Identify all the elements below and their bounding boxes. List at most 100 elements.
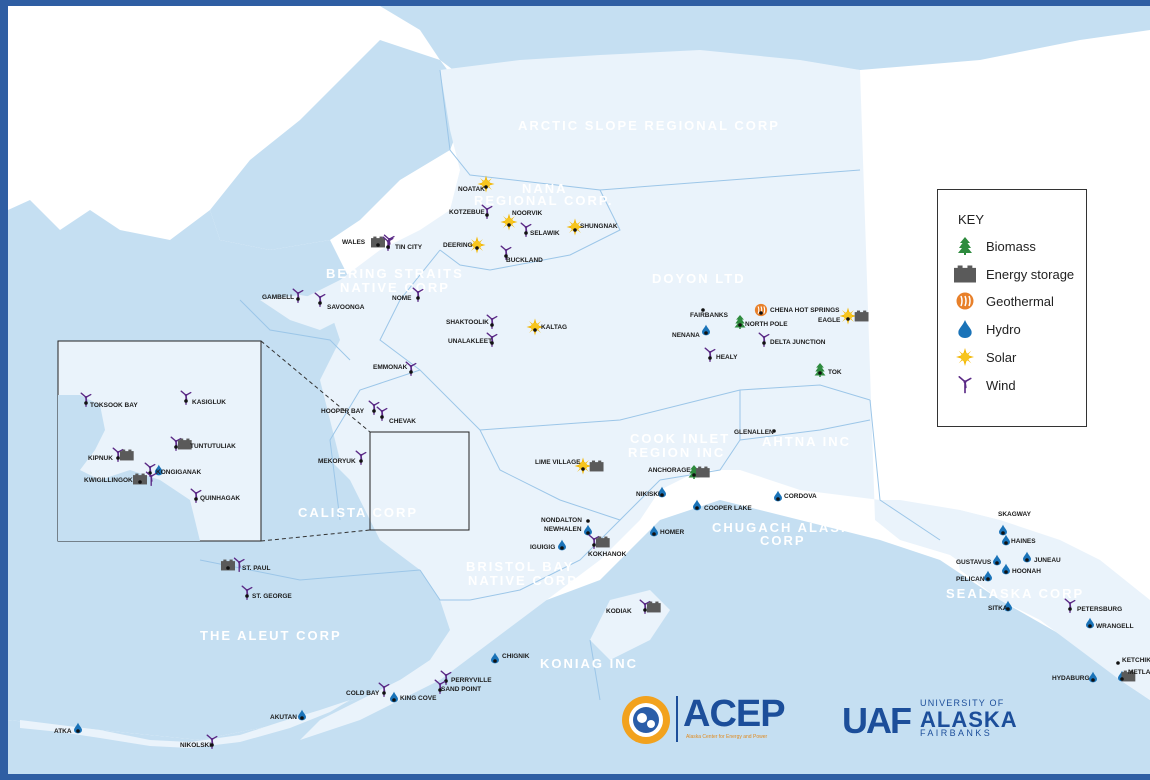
sun-icon (954, 348, 976, 366)
key-item-geothermal: Geothermal (954, 290, 1054, 312)
key-item-hydro: Hydro (954, 318, 1021, 340)
place-akutan: AKUTAN (270, 709, 306, 721)
place-label: HOMER (660, 529, 685, 536)
place-label: IGUIGIG (530, 544, 555, 551)
place-st-george: ST. GEORGE (241, 585, 292, 601)
region-label-chugach2: CORP (760, 533, 806, 548)
place-dot (652, 532, 656, 536)
uaf-logo-text: UAF (842, 700, 912, 741)
geothermal-icon (954, 292, 976, 310)
place-dot (643, 608, 647, 612)
place-label: NEWHALEN (544, 526, 582, 533)
acep-divider (676, 696, 678, 742)
region-label-ahtna: AHTNA INC (762, 434, 851, 449)
place-tin-city: TIN CITY (382, 236, 423, 252)
inset-connector-top (260, 340, 371, 433)
place-dot (1116, 661, 1120, 665)
place-label: CHEVAK (389, 418, 416, 425)
region-label-doyon: DOYON LTD (652, 271, 746, 286)
place-dot (695, 506, 699, 510)
place-skagway: SKAGWAY (998, 511, 1032, 536)
place-dot (1068, 607, 1072, 611)
place-label: JUNEAU (1034, 557, 1061, 564)
place-eagle: EAGLE (818, 307, 869, 325)
place-chevak: CHEVAK (376, 406, 416, 425)
place-label: KWIGILLINGOK (84, 477, 133, 484)
place-unalakleet: UNALAKLEET (448, 332, 498, 348)
place-dot (210, 743, 214, 747)
place-nikiski: NIKISKI (636, 486, 666, 498)
place-label: NENANA (672, 332, 700, 339)
place-glenallen: GLENALLEN (734, 429, 776, 436)
place-dot (692, 473, 696, 477)
place-label: HOONAH (1012, 568, 1041, 575)
place-kipnuk: KIPNUK (88, 447, 134, 463)
place-label: GAMBELL (262, 294, 294, 301)
place-kwigillingok: KWIGILLINGOK (84, 471, 157, 487)
region-label-sealaska: SEALASKA CORP (946, 586, 1084, 601)
place-shungnak: SHUNGNAK (566, 218, 618, 236)
place-label: KETCHIKAN (1122, 657, 1150, 664)
place-dot (484, 185, 488, 189)
place-chignik: CHIGNIK (491, 652, 530, 664)
place-label: TOK (828, 369, 842, 376)
storage-marker-icon (119, 449, 134, 461)
place-cold-bay: COLD BAY (346, 682, 390, 698)
place-fairbanks: FAIRBANKS (690, 308, 729, 319)
logo-bar: ACEP Alaska Center for Energy and Power … (620, 690, 1040, 750)
place-dot (986, 577, 990, 581)
place-dot (701, 308, 705, 312)
place-nikolski: NIKOLSKI (180, 734, 218, 750)
key-item-solar: Solar (954, 346, 1016, 368)
region-label-nana1: NANA (522, 181, 568, 196)
place-label: TIN CITY (395, 244, 423, 251)
place-toksook-bay: TOKSOOK BAY (80, 392, 138, 409)
place-dot (772, 429, 776, 433)
place-dot (581, 467, 585, 471)
place-dot (818, 371, 822, 375)
place-metlakatla: METLAKATLA (1118, 669, 1150, 682)
acep-logo-text: ACEP (683, 693, 786, 735)
place-dot (1120, 677, 1124, 681)
place-tuntutuliak: TUNTUTULIAK (170, 436, 236, 452)
key-title: KEY (958, 212, 985, 227)
place-dot (1091, 678, 1095, 682)
place-delta-junction: DELTA JUNCTION (758, 332, 826, 348)
storage-marker-icon (589, 460, 604, 472)
place-gambell: GAMBELL (262, 288, 304, 304)
storage-marker-icon (695, 466, 710, 478)
place-dot (174, 445, 178, 449)
place-dot (586, 519, 590, 523)
place-nome: NOME (392, 287, 424, 303)
place-sitka: SITKA (988, 600, 1012, 612)
place-label: NORTH POLE (745, 321, 788, 328)
southeast-panhandle (950, 520, 1150, 700)
uaf-university-text: UNIVERSITY OF (920, 698, 1005, 708)
key-item-storage: Energy storage (954, 263, 1074, 285)
place-dot (1025, 558, 1029, 562)
place-label: NIKOLSKI (180, 742, 211, 749)
place-label: COLD BAY (346, 690, 380, 697)
acep-logo-subtitle: Alaska Center for Energy and Power (686, 734, 768, 740)
drop-icon (954, 320, 976, 338)
place-mekoryuk: MEKORYUK (318, 450, 367, 466)
place-ketchikan: KETCHIKAN (1116, 657, 1150, 665)
place-juneau: JUNEAU (1023, 551, 1061, 564)
place-dot (490, 323, 494, 327)
place-label: EMMONAK (373, 364, 408, 371)
place-label: CHIGNIK (502, 653, 530, 660)
place-label: SELAWIK (530, 230, 560, 237)
place-dot (1001, 531, 1005, 535)
place-label: NOATAK (458, 186, 485, 193)
place-label: SAND POINT (441, 686, 481, 693)
legend-key: KEY Biomass Energy storage Geothermal Hy… (937, 189, 1087, 427)
place-label: KALTAG (541, 324, 567, 331)
place-label: DELTA JUNCTION (770, 339, 826, 346)
inset-source-box (369, 431, 470, 531)
place-dot (382, 691, 386, 695)
place-dot (116, 456, 120, 460)
place-dot (704, 331, 708, 335)
place-savoonga: SAVOONGA (314, 292, 365, 311)
place-dot (1004, 570, 1008, 574)
place-dot (1004, 541, 1008, 545)
